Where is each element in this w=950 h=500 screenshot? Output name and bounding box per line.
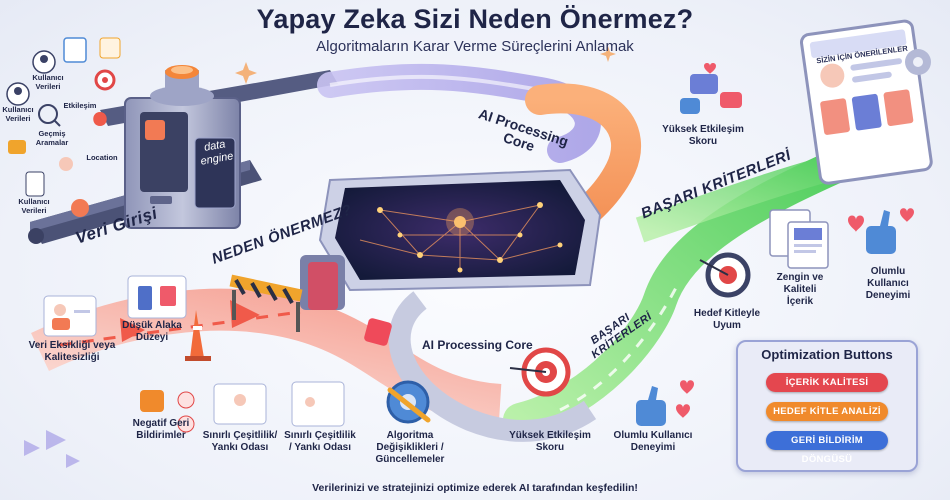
label-yuksek-etkilesim-top: Yüksek Etkileşim Skoru xyxy=(662,124,744,147)
label-hedef-kitleyle: Hedef Kitleyle Uyum xyxy=(693,308,761,331)
label-kullanici-verileri-2: Kullanıcı Verileri xyxy=(2,105,34,123)
target-right xyxy=(699,252,751,298)
core-label-bottom: AI Processing Core xyxy=(422,338,533,352)
input-icons xyxy=(6,37,121,217)
label-location: Location xyxy=(86,153,118,162)
footer-text: Verilerinizi ve stratejinizi optimize ed… xyxy=(312,482,638,494)
optimization-panel: Optimization Buttons İÇERİK KALİTESİ HED… xyxy=(736,340,918,472)
thumbs-cluster-right xyxy=(848,208,914,254)
label-yuksek-etkilesim-bottom: Yüksek Etkileşim Skoru xyxy=(509,430,591,453)
geri-bildirim-dongusu-button[interactable]: GERİ BİLDİRİM DÖNGÜSÜ xyxy=(766,431,888,465)
label-olumlu-deneyim-bottom: Olumlu Kullanıcı Deneyimi xyxy=(613,430,693,453)
label-dusuk-alaka: Düşük Alaka Düzeyi xyxy=(122,320,182,343)
label-sinirli-cesitlilik-1: Sınırlı Çeşitlilik/ Yankı Odası xyxy=(202,430,278,453)
recommend-monitor xyxy=(800,19,933,185)
hedef-kitle-analizi-button[interactable]: HEDEF KİTLE ANALİZİ xyxy=(766,402,888,421)
label-algoritma-degisiklikleri: Algoritma Değişiklikleri / Güncellemeler xyxy=(375,430,445,465)
icerik-kalitesi-button[interactable]: İÇERİK KALİTESİ xyxy=(766,373,888,392)
label-negatif-geri: Negatif Geri Bildirimler xyxy=(132,418,190,441)
social-cluster-top xyxy=(680,63,742,114)
label-kullanici-verileri-1: Kullanıcı Verileri xyxy=(32,73,64,91)
barrier xyxy=(185,274,303,361)
data-engine-machine xyxy=(124,65,241,229)
content-docs xyxy=(769,209,829,269)
ai-core xyxy=(300,168,602,310)
target-bottom xyxy=(509,347,571,397)
optimization-title: Optimization Buttons xyxy=(761,347,893,362)
label-gecmis-aramalar: Geçmiş Aramalar xyxy=(35,129,69,147)
page-subtitle: Algoritmaların Karar Verme Süreçlerini A… xyxy=(316,38,634,55)
label-sinirli-cesitlilik-2: Sınırlı Çeşitlilik / Yankı Odası xyxy=(284,430,356,453)
page-title: Yapay Zeka Sizi Neden Önermez? xyxy=(256,4,694,34)
label-kullanici-verileri-3: Kullanıcı Verileri xyxy=(18,197,50,215)
label-etkilesim: Etkileşim xyxy=(63,101,97,110)
label-olumlu-deneyim-right: Olumlu Kullanıcı Deneyimi xyxy=(865,266,911,301)
negative-cards xyxy=(43,275,392,433)
label-zengin-icerik: Zengin ve Kaliteli İçerik xyxy=(776,272,824,307)
thumbs-cluster-bottom xyxy=(636,380,694,426)
label-veri-eksikligi: Veri Eksikliği veya Kalitesizliği xyxy=(28,340,116,363)
gear xyxy=(386,380,431,424)
